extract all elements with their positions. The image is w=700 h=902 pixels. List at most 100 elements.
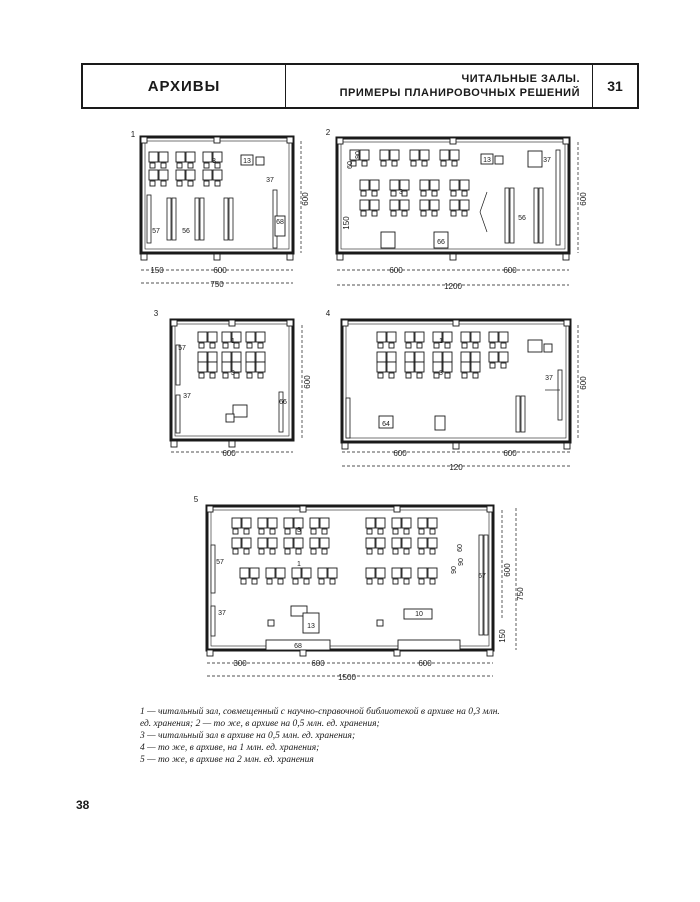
caption-line: 1 — читальный зал, совмещенный с научно-…: [140, 707, 500, 717]
shelf-mark: [210, 605, 216, 637]
item-tag: 57: [178, 345, 186, 352]
furniture-mark: [450, 210, 457, 217]
furniture-mark: [470, 331, 481, 343]
item-tag: 10: [415, 611, 423, 618]
item-tag: 37: [183, 393, 191, 400]
furniture-mark: [377, 528, 384, 535]
caption-line: ед. хранения; 2 — то же, в архиве на 0,5…: [140, 719, 380, 729]
furniture-mark: [158, 151, 169, 163]
furniture-mark: [404, 351, 415, 363]
dimension-label: 90: [355, 151, 362, 159]
column-mark: [452, 442, 460, 450]
furniture-mark: [442, 361, 453, 373]
figure-caption: 1 — читальный зал, совмещенный с научно-…: [140, 706, 600, 766]
dimension-label: 750: [210, 280, 224, 289]
furniture-mark: [202, 169, 213, 181]
item-tag: 13: [243, 158, 251, 165]
furniture-mark: [303, 578, 310, 585]
furniture-mark: [221, 331, 232, 343]
furniture-mark: [459, 199, 470, 211]
furniture-mark: [380, 160, 387, 167]
furniture-mark: [321, 528, 328, 535]
item-tag: 3: [439, 370, 443, 377]
shelf-mark: [538, 187, 544, 244]
furniture-mark: [283, 517, 294, 529]
furniture-mark: [472, 372, 479, 379]
furniture-mark: [440, 160, 447, 167]
furniture-mark: [386, 331, 397, 343]
furniture-mark: [245, 351, 256, 363]
furniture-mark: [366, 578, 373, 585]
furniture-mark: [221, 351, 232, 363]
dimension-label: 1200: [444, 282, 462, 291]
shelf-mark: [515, 395, 521, 433]
furniture-mark: [350, 160, 357, 167]
furniture-mark: [329, 578, 336, 585]
item-tag: 37: [543, 157, 551, 164]
furniture-mark: [369, 179, 380, 191]
item-tag: 3: [297, 527, 301, 534]
furniture-mark: [265, 639, 331, 651]
furniture-mark: [207, 361, 218, 373]
furniture-mark: [246, 342, 253, 349]
furniture-mark: [302, 612, 320, 634]
furniture-mark: [414, 351, 425, 363]
furniture-mark: [498, 351, 509, 363]
item-tag: 57: [216, 559, 224, 566]
furniture-mark: [309, 517, 320, 529]
furniture-mark: [405, 342, 412, 349]
furniture-mark: [404, 331, 415, 343]
furniture-mark: [241, 517, 252, 529]
furniture-mark: [433, 231, 449, 249]
item-tag: 64: [382, 421, 390, 428]
furniture-mark: [388, 372, 395, 379]
column-mark: [449, 253, 457, 261]
furniture-mark: [427, 517, 438, 529]
column-mark: [206, 505, 214, 513]
furniture-mark: [379, 149, 390, 161]
furniture-mark: [392, 548, 399, 555]
item-tag: 1: [231, 338, 235, 345]
furniture-mark: [301, 567, 312, 579]
furniture-mark: [274, 215, 286, 237]
furniture-mark: [361, 160, 368, 167]
furniture-mark: [432, 361, 443, 373]
shelf-mark: [555, 149, 561, 246]
item-tag: 56: [518, 215, 526, 222]
furniture-mark: [290, 605, 308, 617]
shelf-mark: [175, 344, 181, 386]
furniture-mark: [149, 162, 156, 169]
furniture-mark: [319, 537, 330, 549]
dimension-label: 150: [342, 216, 351, 230]
furniture-mark: [284, 528, 291, 535]
column-mark: [228, 319, 236, 327]
furniture-mark: [421, 160, 428, 167]
furniture-mark: [404, 361, 415, 373]
furniture-mark: [203, 180, 210, 187]
furniture-mark: [418, 548, 425, 555]
item-tag: 3: [231, 370, 235, 377]
furniture-mark: [267, 517, 278, 529]
furniture-mark: [198, 342, 205, 349]
furniture-mark: [391, 567, 402, 579]
dimension-label: 150: [150, 266, 164, 275]
dimension-label: 1500: [338, 673, 356, 682]
column-mark: [213, 253, 221, 261]
furniture-mark: [241, 537, 252, 549]
furniture-mark: [410, 160, 417, 167]
furniture-mark: [371, 210, 378, 217]
shelf-mark: [210, 544, 216, 594]
furniture-mark: [148, 151, 159, 163]
furniture-mark: [233, 372, 240, 379]
furniture-mark: [277, 578, 284, 585]
dimension-label: 600: [311, 659, 325, 668]
furniture-mark: [176, 180, 183, 187]
furniture-mark: [257, 342, 264, 349]
furniture-mark: [494, 155, 504, 165]
column-mark: [213, 136, 221, 144]
item-tag: 67: [478, 573, 486, 580]
furniture-mark: [365, 537, 376, 549]
item-tag: 1: [297, 561, 301, 568]
furniture-mark: [429, 548, 436, 555]
